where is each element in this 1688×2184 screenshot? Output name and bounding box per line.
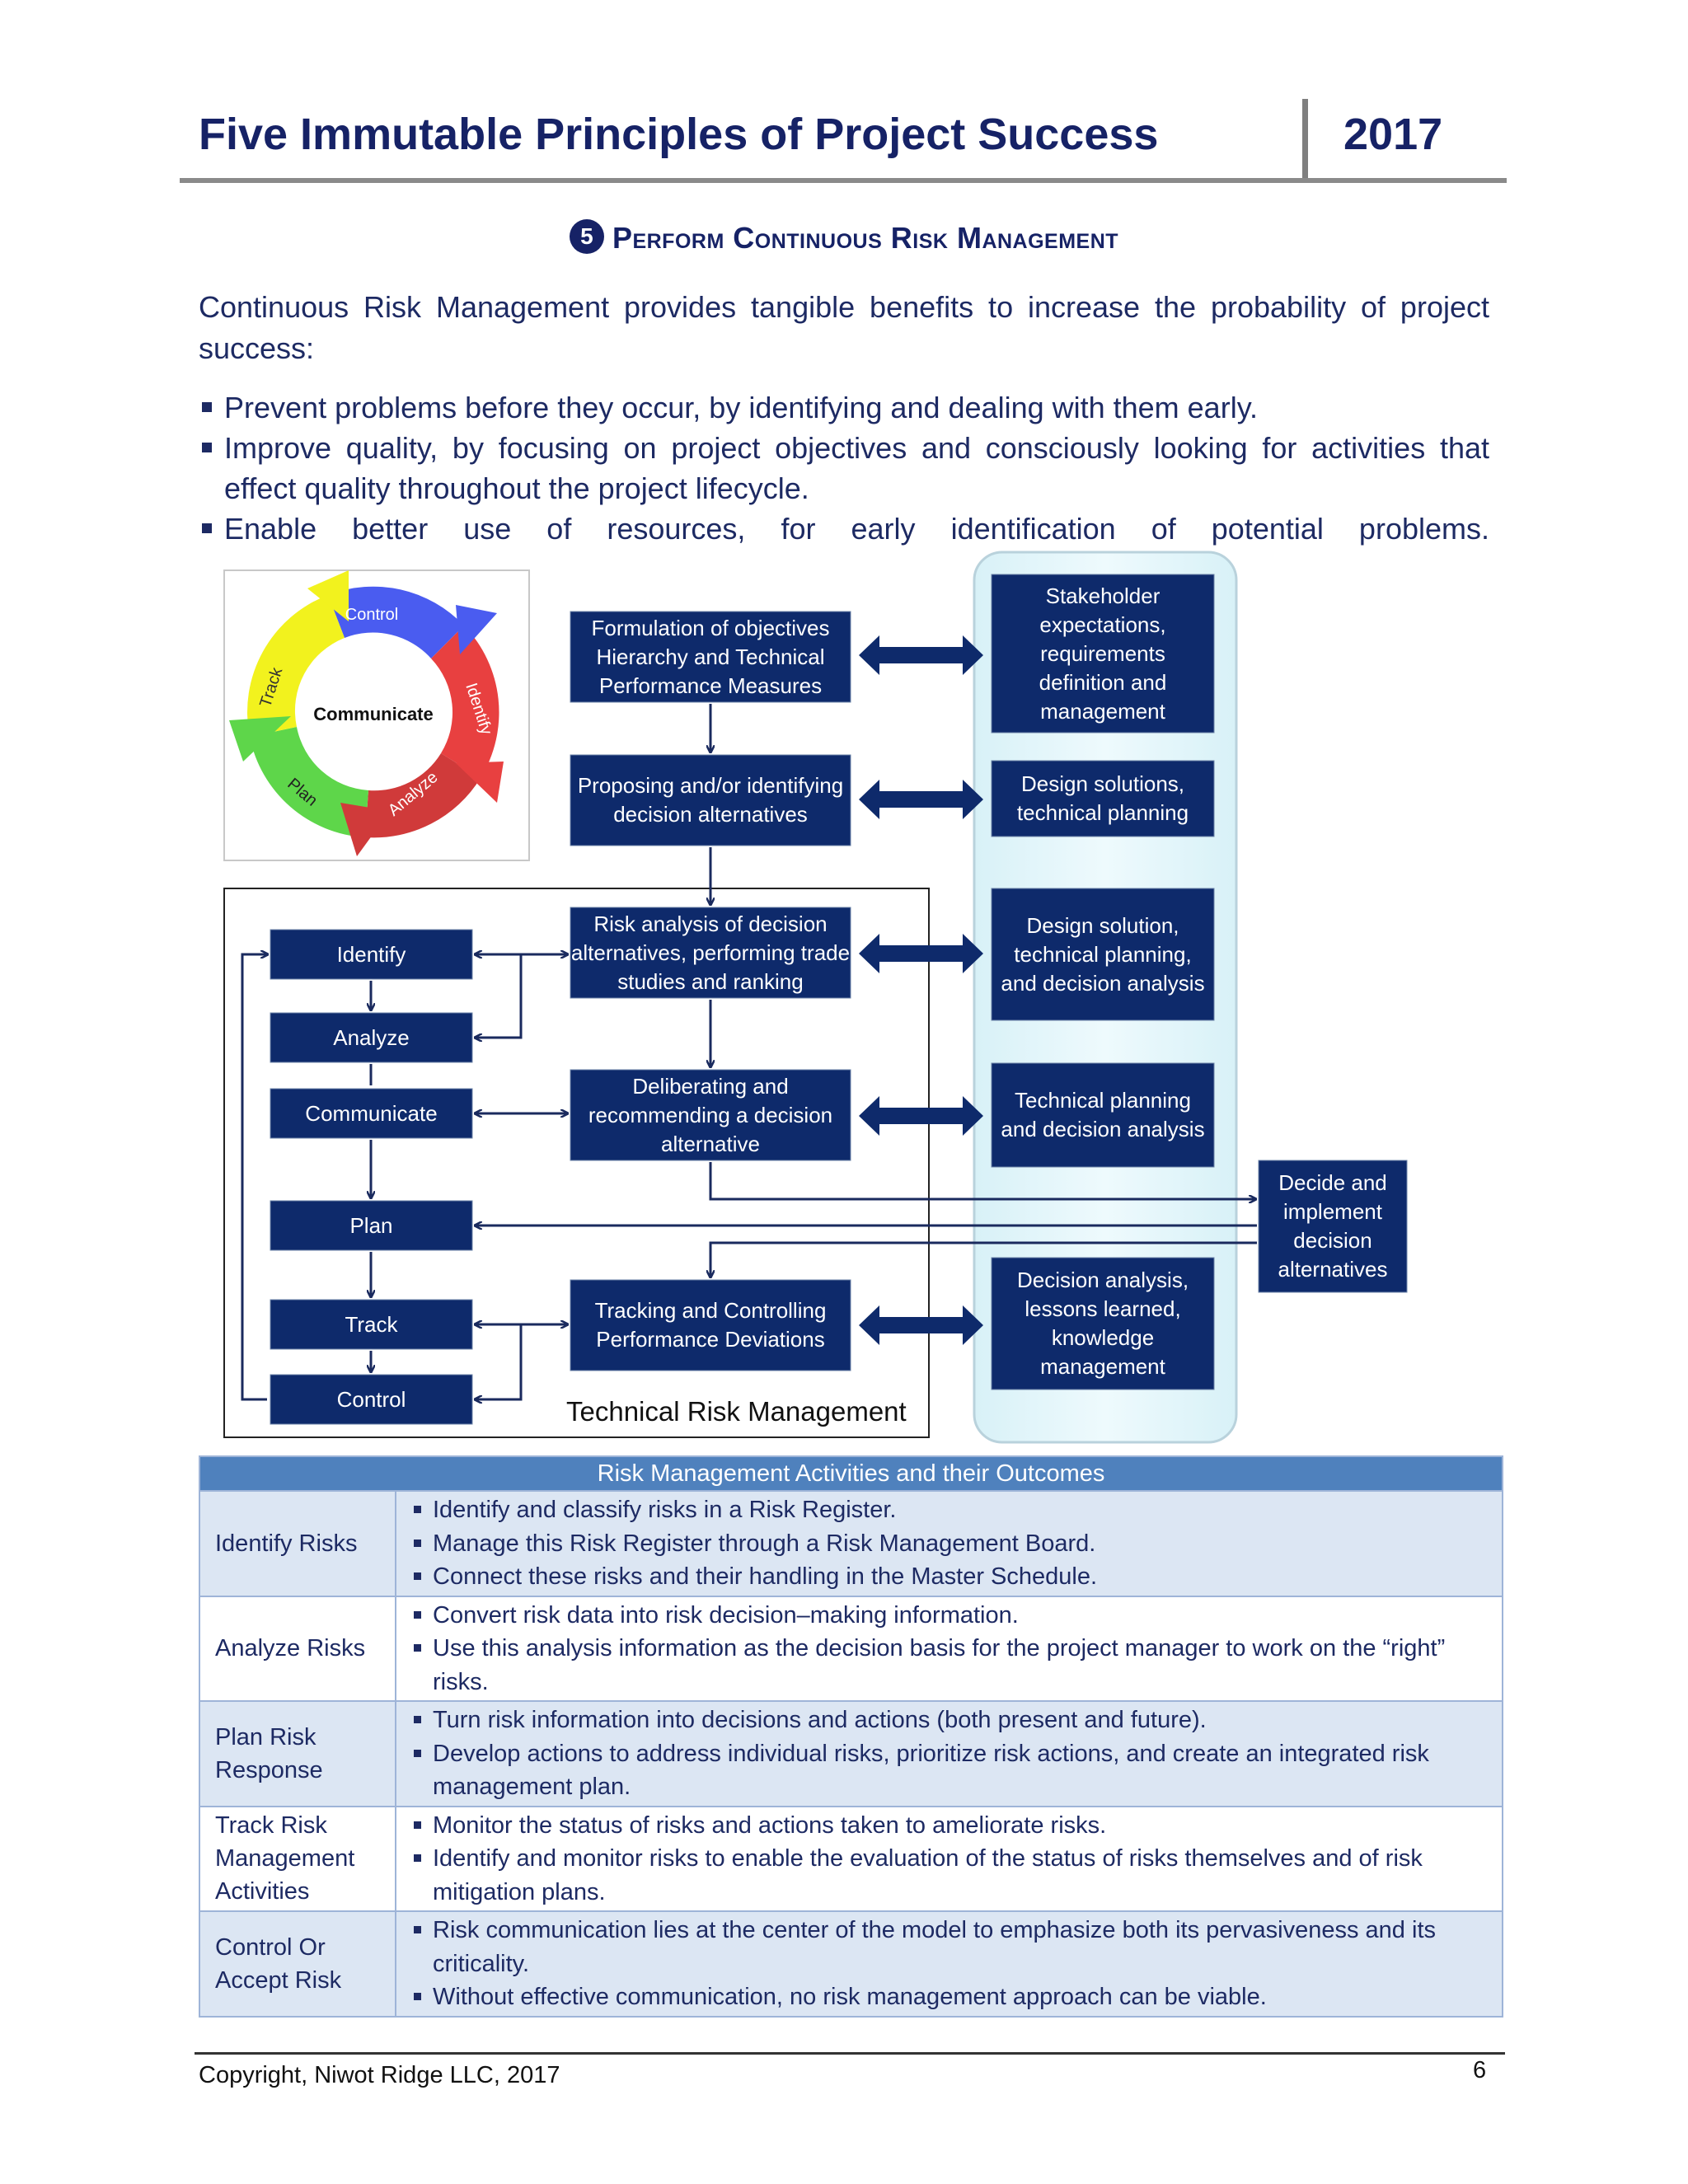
row-label: Plan Risk Response (199, 1700, 396, 1807)
risk-step-box (270, 1088, 473, 1139)
intro-paragraph: Continuous Risk Management provides tang… (199, 290, 1489, 365)
cycle-center-label: Communicate (313, 704, 433, 724)
risk-step-box (270, 1200, 473, 1251)
row-label: Identify Risks (199, 1490, 396, 1597)
outcome-text: Design solution, technical planning, and… (1001, 912, 1205, 996)
technical-risk-frame (223, 888, 930, 1438)
outcome-box (991, 760, 1215, 837)
header-rule (180, 178, 1507, 183)
activity-item: Use this analysis information as the dec… (411, 1632, 1490, 1699)
process-box (570, 1069, 851, 1161)
outcome-text: Technical planning and decision analysis (1001, 1088, 1205, 1141)
row-activities: Turn risk information into decisions and… (395, 1700, 1503, 1807)
table-title: Risk Management Activities and their Out… (199, 1455, 1503, 1492)
risk-step-box (270, 1012, 473, 1063)
outcome-text: Decision analysis, lessons learned, know… (1016, 1268, 1189, 1379)
outcome-box (991, 1257, 1215, 1390)
document-year: 2017 (1343, 110, 1443, 159)
process-step-text: Deliberating and recommending a decision… (588, 1073, 833, 1156)
risk-management-diagram: Control Identify Analyze Plan Track Comm… (216, 551, 1413, 1453)
table-row: Control Or Accept Risk Risk communicatio… (199, 1910, 1503, 2018)
risk-step-analyze: Analyze (333, 1024, 410, 1050)
cycle-arrowhead (307, 570, 349, 621)
benefit-item: Prevent problems before they occur, by i… (199, 387, 1489, 428)
header-divider (1302, 99, 1308, 181)
activity-item: Develop actions to address individual ri… (411, 1737, 1490, 1804)
risk-step-box (270, 1374, 473, 1425)
document-title: Five Immutable Principles of Project Suc… (199, 110, 1159, 159)
diagram-graphics: Control Identify Analyze Plan Track Comm… (223, 551, 1408, 1444)
risk-step-plan: Plan (349, 1212, 393, 1238)
table-row: Plan Risk Response Turn risk information… (199, 1700, 1503, 1807)
activity-item: Risk communication lies at the center of… (411, 1914, 1490, 1980)
activity-item: Connect these risks and their handling i… (411, 1560, 1490, 1594)
activity-item: Identify and monitor risks to enable the… (411, 1842, 1490, 1909)
decide-text: Decide and implement decision alternativ… (1278, 1170, 1388, 1282)
process-step-text: Tracking and Controlling Performance Dev… (594, 1298, 827, 1352)
outcome-box (991, 574, 1215, 733)
activity-item: Identify and classify risks in a Risk Re… (411, 1493, 1490, 1527)
process-box (570, 907, 851, 999)
cycle-segment-identify (431, 626, 499, 778)
outcome-text: Design solutions, technical planning (1016, 771, 1189, 825)
row-label: Control Or Accept Risk (199, 1910, 396, 2018)
benefit-item: Enable better use of resources, for earl… (199, 509, 1489, 549)
process-step-text: Formulation of objectives Hierarchy and … (591, 615, 830, 698)
row-label: Track Risk Management Activities (199, 1805, 396, 1912)
benefit-item: Improve quality, by focusing on project … (199, 428, 1489, 509)
cycle-arrowhead (229, 716, 291, 762)
risk-step-box (270, 1299, 473, 1350)
process-box (570, 1279, 851, 1371)
process-box (570, 754, 851, 846)
decide-box (1258, 1160, 1408, 1293)
cycle-segment-analyze (365, 753, 481, 838)
row-activities: Monitor the status of risks and actions … (395, 1805, 1503, 1912)
activity-item: Monitor the status of risks and actions … (411, 1809, 1490, 1843)
process-box (570, 611, 851, 703)
process-step-text: Risk analysis of decision alternatives, … (570, 911, 851, 994)
process-step-text: Proposing and/or identifying decision al… (577, 773, 844, 827)
row-activities: Convert risk data into risk decision–mak… (395, 1595, 1503, 1702)
cycle-arrowhead (456, 605, 497, 654)
table-row: Analyze Risks Convert risk data into ris… (199, 1595, 1503, 1702)
activity-item: Without effective communication, no risk… (411, 1980, 1490, 2014)
cycle-label-control: Control (345, 606, 398, 624)
table-row: Identify Risks Identify and classify ris… (199, 1490, 1503, 1597)
cycle-segment-track (247, 595, 345, 737)
connectors (241, 704, 1257, 1399)
activity-item: Convert risk data into risk decision–mak… (411, 1599, 1490, 1633)
activity-item: Turn risk information into decisions and… (411, 1704, 1490, 1737)
row-activities: Identify and classify risks in a Risk Re… (395, 1490, 1503, 1597)
footer-copyright: Copyright, Niwot Ridge LLC, 2017 (199, 2062, 560, 2088)
activity-item: Manage this Risk Register through a Risk… (411, 1527, 1490, 1561)
footer-rule (195, 2052, 1505, 2055)
risk-step-control: Control (336, 1386, 406, 1412)
risk-cycle-ring: Control Identify Analyze Plan Track Comm… (229, 570, 504, 856)
section-number-badge: 5 (569, 219, 604, 255)
outcome-box (991, 1062, 1215, 1168)
risk-step-box (270, 929, 473, 980)
cycle-segment-control (328, 586, 464, 658)
outcome-text: Stakeholder expectations, requirements d… (1039, 583, 1167, 724)
page-number: 6 (1473, 2057, 1487, 2083)
cycle-segment-plan (250, 727, 368, 837)
section-heading-text: Perform Continuous Risk Management (612, 221, 1119, 255)
technical-risk-frame-label: Technical Risk Management (566, 1396, 907, 1427)
risk-step-track: Track (345, 1311, 398, 1337)
row-activities: Risk communication lies at the center of… (395, 1910, 1503, 2018)
row-label: Analyze Risks (199, 1595, 396, 1702)
cycle-arrowhead (456, 762, 504, 803)
outcome-box (991, 888, 1215, 1021)
risk-activities-table: Risk Management Activities and their Out… (199, 1455, 1503, 2018)
double-arrows (859, 635, 983, 1345)
risk-step-communicate: Communicate (305, 1100, 438, 1126)
benefit-list: Prevent problems before they occur, by i… (199, 387, 1489, 549)
risk-step-identify: Identify (336, 941, 406, 967)
table-row: Track Risk Management Activities Monitor… (199, 1805, 1503, 1912)
cycle-arrowhead (340, 803, 390, 856)
